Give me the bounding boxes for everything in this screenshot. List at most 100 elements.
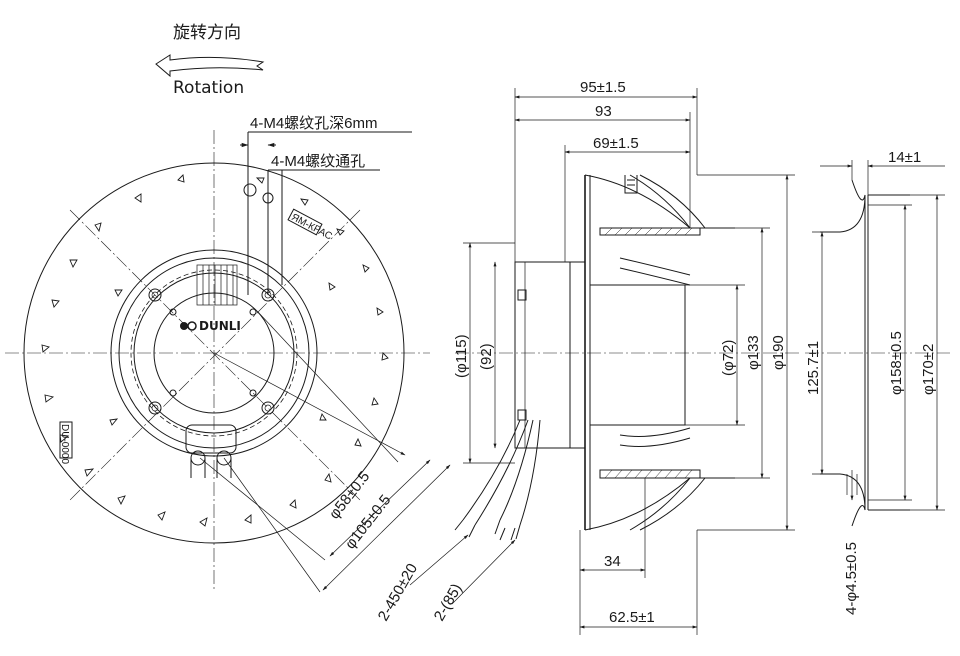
- blade-section: [599, 469, 701, 479]
- blade-slot: [371, 396, 379, 406]
- blade-slot: [41, 344, 50, 353]
- blade-slot: [109, 418, 119, 426]
- blade-slot: [114, 289, 123, 297]
- blade-slot: [255, 177, 265, 184]
- through-hole: [249, 389, 257, 397]
- blade-slots: [41, 174, 389, 527]
- rating-label: ЯМ-КРАС: [289, 212, 333, 243]
- ring-view: 14±1 125.7±1 φ158±0.5 φ170±2 4-φ4.5±0.5: [805, 149, 950, 615]
- motor-body-dim: (92): [478, 343, 495, 370]
- threaded-hole: [148, 288, 162, 302]
- motor-dia-dim: (φ115): [453, 334, 470, 378]
- threaded-hole-inner: [151, 291, 159, 299]
- serial-label: DU-0000: [59, 424, 70, 464]
- side-view: 95±1.5 93 69±1.5 (φ115) (92) (φ72) φ133: [453, 79, 800, 635]
- rotation-label-cn: 旋转方向: [173, 23, 241, 43]
- impeller-label-top: ЯМ-КРАС: [287, 208, 334, 243]
- ring-outer-dim: φ170±2: [920, 344, 937, 395]
- rotation-indicator: 旋转方向 Rotation: [155, 23, 265, 98]
- threaded-hole-inner: [264, 404, 272, 412]
- bottom-a-dim: 34: [604, 553, 621, 570]
- cooling-fins: [196, 264, 238, 306]
- shroud-dim: φ133: [745, 335, 762, 370]
- cable: [462, 419, 521, 521]
- motor-flange: [569, 261, 586, 449]
- blade-slot: [324, 472, 332, 483]
- ring-inner-dim: φ158±0.5: [888, 331, 905, 395]
- cable-strip-dim: 2-(85): [431, 581, 466, 624]
- through-holes-callout: 4-M4螺纹通孔: [271, 153, 365, 170]
- blade-slot: [84, 468, 95, 477]
- cable-assembly: 2-450±20 2-(85): [375, 419, 541, 624]
- motor-circle: [133, 272, 295, 434]
- through-hole: [249, 308, 257, 316]
- hole-callouts: 4-M4螺纹孔深6mm 4-M4螺纹通孔: [240, 115, 412, 295]
- threaded-hole: [261, 401, 275, 415]
- blade-section: [619, 427, 691, 437]
- side-dimensions: 95±1.5 93 69±1.5 (φ115) (92) (φ72) φ133: [453, 79, 795, 635]
- blade-slot: [244, 514, 252, 524]
- blade-section: [599, 227, 701, 236]
- hole-spacing-dim: 125.7±1: [805, 341, 822, 395]
- balance-clip-icon: [624, 175, 638, 194]
- threaded-holes-callout: 4-M4螺纹孔深6mm: [250, 115, 378, 132]
- blade-slot: [354, 437, 362, 447]
- impeller-dia-dim: φ190: [770, 335, 787, 370]
- rotation-label-en: Rotation: [173, 78, 244, 98]
- threaded-hole: [148, 401, 162, 415]
- blade-slot: [199, 517, 208, 527]
- blade-slot: [69, 259, 78, 269]
- front-dimensions: φ58±0.5 φ105±0.5: [199, 311, 451, 593]
- cable-gland: [185, 424, 237, 478]
- shroud-lower: [584, 477, 735, 531]
- holes-dim: 4-φ4.5±0.5: [843, 542, 860, 615]
- blade-slot: [336, 228, 345, 236]
- depth-dim: 93: [595, 103, 612, 120]
- blade-section: [619, 267, 691, 286]
- blade-section: [619, 437, 691, 447]
- blade-slot: [376, 307, 384, 316]
- ring-dimensions: 14±1 125.7±1 φ158±0.5 φ170±2 4-φ4.5±0.5: [805, 149, 945, 615]
- motor-tab: [517, 289, 527, 301]
- impeller-depth-dim: 69±1.5: [593, 135, 639, 152]
- logo-icon: [180, 322, 188, 330]
- blade-slot: [289, 499, 297, 509]
- section-hatching: [604, 227, 693, 479]
- cable-length-dim: 2-450±20: [375, 561, 421, 624]
- cable: [519, 419, 541, 526]
- balance-clip-icon: [243, 183, 257, 197]
- hub-dim: (φ72): [720, 340, 737, 376]
- blade-slot: [300, 198, 309, 206]
- blade-slot: [51, 299, 60, 308]
- shroud-circle: [110, 249, 318, 457]
- total-depth-dim: 95±1.5: [580, 79, 626, 96]
- front-view: DUNLI ЯМ-КРАС DU-0000: [5, 115, 451, 593]
- rotation-arrow-icon: [155, 54, 265, 78]
- shroud-inner-circle: [118, 257, 310, 449]
- blade-slot: [117, 495, 126, 506]
- blade-slot: [177, 174, 185, 183]
- threaded-hole-inner: [151, 404, 159, 412]
- blade-slot: [94, 222, 102, 233]
- blade-slot: [362, 264, 370, 273]
- impeller-label-left: DU-0000: [59, 421, 73, 464]
- blade-slot: [319, 412, 327, 421]
- cable-gland-body: [185, 424, 237, 454]
- through-hole: [169, 308, 177, 316]
- blade-slot: [328, 282, 336, 291]
- shroud-upper: [584, 174, 735, 229]
- ring-profile-upper: [820, 179, 866, 233]
- brand-text: DUNLI: [199, 319, 241, 333]
- through-hole: [169, 389, 177, 397]
- impeller-outer-circle: [23, 162, 405, 544]
- mounting-holes: [148, 288, 275, 415]
- fin-block: [196, 264, 238, 306]
- cable: [474, 419, 529, 526]
- hub-circle: [153, 292, 275, 414]
- blade-slot: [44, 394, 55, 403]
- hub-profile: [590, 284, 686, 426]
- ring-profile-lower: [820, 473, 866, 527]
- blade-slot: [134, 193, 142, 203]
- front-centerline-diag2: [69, 209, 361, 501]
